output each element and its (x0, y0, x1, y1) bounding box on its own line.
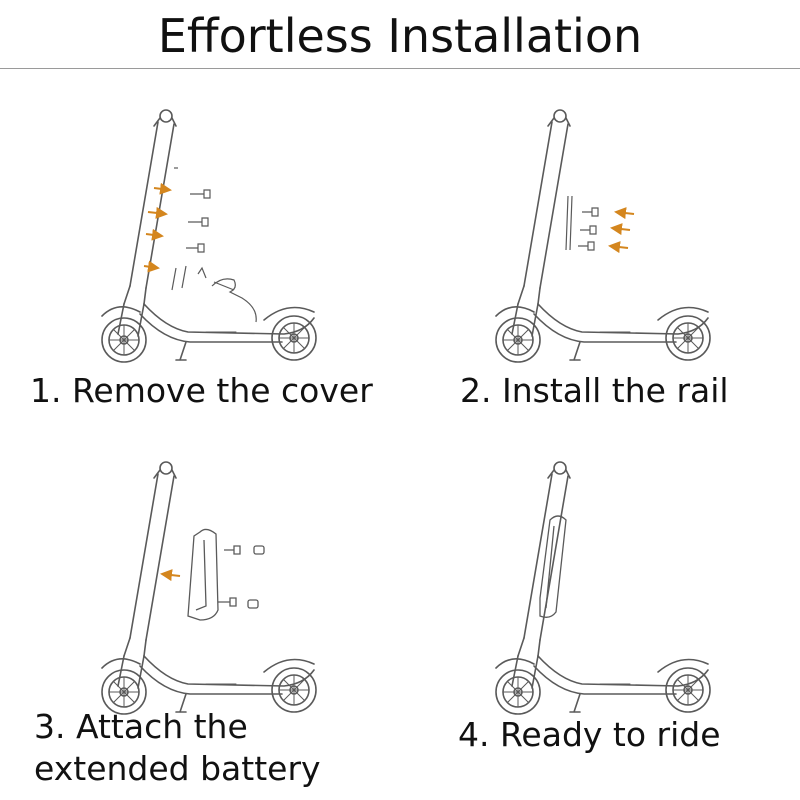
step-3-caption: 3. Attach the extended battery (34, 706, 321, 790)
scooter-remove-cover-icon (101, 109, 317, 363)
step-4-caption: 4. Ready to ride (458, 715, 721, 754)
scooter-ready-icon (495, 461, 711, 715)
step-1-panel (88, 108, 328, 368)
step-2-caption: 2. Install the rail (460, 371, 729, 410)
scooter-attach-battery-icon (101, 461, 317, 715)
step-4-panel (482, 460, 722, 720)
scooter-install-rail-icon (495, 109, 711, 363)
title-divider (0, 68, 800, 69)
step-3-caption-line1: 3. Attach the (34, 707, 248, 746)
step-1-caption: 1. Remove the cover (30, 371, 373, 410)
page-title: Effortless Installation (157, 9, 643, 63)
step-2-panel (482, 108, 722, 368)
step-3-caption-line2: extended battery (34, 749, 321, 788)
step-3-panel (88, 460, 328, 720)
